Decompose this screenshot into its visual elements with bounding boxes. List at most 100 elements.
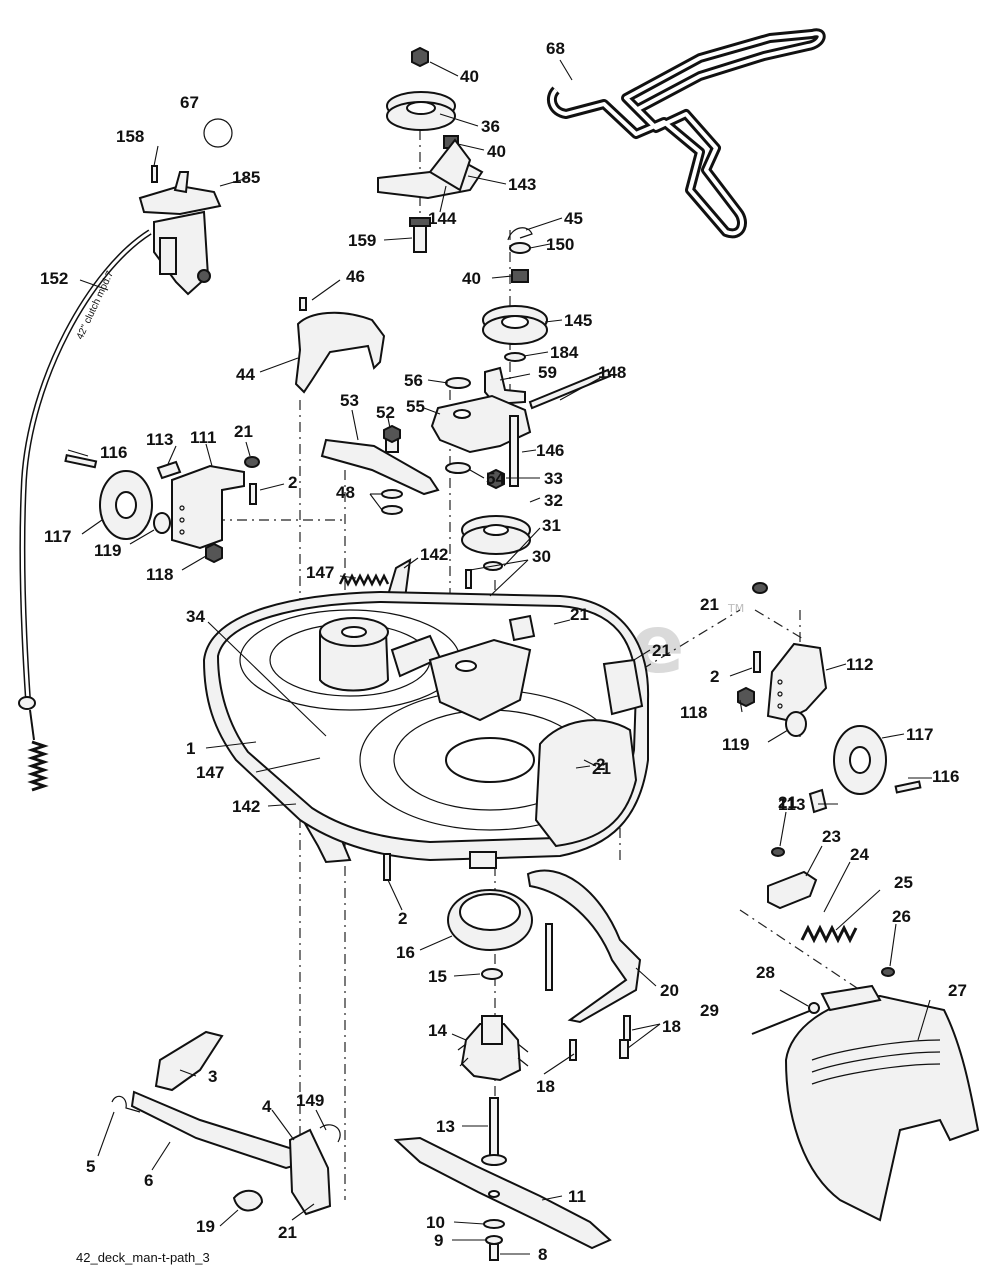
callout-67: 67 <box>180 93 199 112</box>
callout-26: 26 <box>892 907 911 926</box>
top-idler-pulley-assembly <box>377 46 484 253</box>
callout-52: 52 <box>376 403 395 422</box>
callout-29: 29 <box>700 1001 719 1020</box>
callout-21: 21 <box>592 759 611 778</box>
callout-33: 33 <box>544 469 563 488</box>
callout-112: 112 <box>846 655 873 674</box>
belt-guard <box>294 297 386 394</box>
callout-146: 146 <box>536 441 564 460</box>
leader-lines <box>67 59 932 1255</box>
watermark-tm: TM <box>727 602 744 615</box>
callout-117: 117 <box>906 725 933 744</box>
callout-16: 16 <box>396 943 415 962</box>
callout-23: 23 <box>822 827 841 846</box>
callout-labels: 68 40 36 40 143 144 159 45 150 40 145 18… <box>40 39 967 1264</box>
callout-54: 54 <box>486 469 505 488</box>
callout-36: 36 <box>481 117 500 136</box>
callout-116: 116 <box>932 767 959 786</box>
callout-11: 11 <box>568 1187 586 1206</box>
callout-144: 144 <box>428 209 457 228</box>
callout-55: 55 <box>406 397 425 416</box>
callout-44: 44 <box>236 365 255 384</box>
callout-2: 2 <box>596 755 605 774</box>
callout-48: 48 <box>336 483 355 502</box>
mower-deck <box>202 590 650 881</box>
callout-40: 40 <box>460 67 479 86</box>
callout-6: 6 <box>144 1171 153 1190</box>
callout-117: 117 <box>44 527 71 546</box>
engine-pulley-assembly <box>461 468 531 611</box>
callout-24: 24 <box>850 845 869 864</box>
callout-113: 113 <box>778 795 805 814</box>
callout-119: 119 <box>94 541 121 560</box>
callout-118: 118 <box>680 703 707 722</box>
callout-116: 116 <box>100 443 127 462</box>
callout-184: 184 <box>550 343 579 362</box>
right-gauge-wheel-assembly <box>737 582 922 814</box>
callout-45: 45 <box>564 209 583 228</box>
callout-18: 18 <box>536 1077 555 1096</box>
callout-34: 34 <box>186 607 205 626</box>
callout-5: 5 <box>86 1157 95 1176</box>
callout-31: 31 <box>542 516 561 535</box>
callout-159: 159 <box>348 231 376 250</box>
callout-15: 15 <box>428 967 447 986</box>
callout-149: 149 <box>296 1091 324 1110</box>
callout-68: 68 <box>546 39 565 58</box>
callout-13: 13 <box>436 1117 455 1136</box>
callout-21: 21 <box>700 595 719 614</box>
callout-21: 21 <box>778 793 797 812</box>
callout-150: 150 <box>546 235 574 254</box>
callout-46: 46 <box>346 267 365 286</box>
callout-18: 18 <box>662 1017 681 1036</box>
callout-142: 142 <box>420 545 448 564</box>
callout-21: 21 <box>234 422 253 441</box>
callout-111: 111 <box>190 428 217 447</box>
callout-53: 53 <box>340 391 359 410</box>
callout-20: 20 <box>660 981 679 1000</box>
callout-147: 147 <box>196 763 224 782</box>
callout-118: 118 <box>146 565 173 584</box>
callout-3: 3 <box>208 1067 217 1086</box>
second-idler-pulley-assembly <box>482 227 612 410</box>
callout-147: 147 <box>306 563 334 582</box>
callout-40: 40 <box>462 269 481 288</box>
callout-143: 143 <box>508 175 536 194</box>
callout-158: 158 <box>116 127 144 146</box>
spindle-assembly <box>447 869 642 1166</box>
callout-148: 148 <box>598 363 626 382</box>
callout-21: 21 <box>278 1223 297 1242</box>
callout-40: 40 <box>487 142 506 161</box>
callout-113: 113 <box>146 430 173 449</box>
callout-9: 9 <box>434 1231 443 1250</box>
callout-56: 56 <box>404 371 423 390</box>
callout-2: 2 <box>288 473 297 492</box>
callout-27: 27 <box>948 981 967 1000</box>
callout-28: 28 <box>756 963 775 982</box>
callout-21: 21 <box>652 641 671 660</box>
callout-10: 10 <box>426 1213 445 1232</box>
callout-145: 145 <box>564 311 592 330</box>
callout-152: 152 <box>40 269 68 288</box>
callout-2: 2 <box>398 909 407 928</box>
clutch-handle-assembly: 42" clutch mod.7 <box>18 118 233 792</box>
callout-2: 2 <box>710 667 719 686</box>
idler-arm <box>320 424 440 515</box>
discharge-chute-assembly <box>751 847 980 1222</box>
callout-8: 8 <box>538 1245 547 1264</box>
callout-59: 59 <box>538 363 557 382</box>
clutch-knob <box>203 118 233 148</box>
callout-14: 14 <box>428 1021 447 1040</box>
diagram-filename: 42_deck_man-t-path_3 <box>76 1250 210 1265</box>
callout-32: 32 <box>544 491 563 510</box>
callout-25: 25 <box>894 873 913 892</box>
idler-arm-bracket <box>430 377 532 487</box>
blade-assembly <box>393 1136 612 1261</box>
callout-21: 21 <box>570 605 589 624</box>
callout-1: 1 <box>186 739 195 758</box>
front-lift-linkage <box>111 1030 341 1216</box>
callout-142: 142 <box>232 797 260 816</box>
callout-4: 4 <box>262 1097 272 1116</box>
callout-19: 19 <box>196 1217 215 1236</box>
